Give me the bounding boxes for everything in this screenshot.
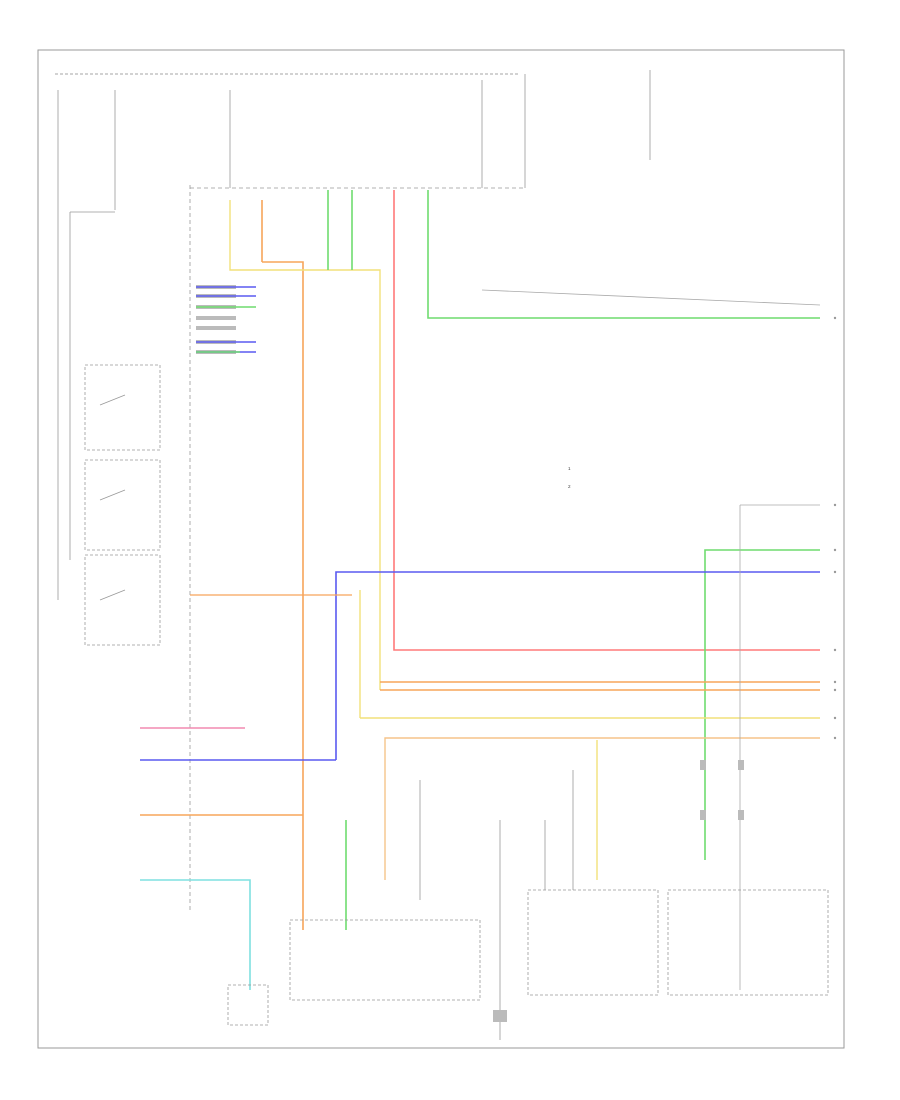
left-harness	[57, 74, 526, 910]
tan-right-run	[384, 737, 820, 880]
legend-marker-1: 1	[568, 466, 571, 471]
lower-connectors	[493, 760, 744, 1022]
right-terminals	[833, 316, 837, 740]
door-switch-boxes	[84, 364, 161, 646]
diagram-frame	[37, 49, 845, 1049]
legend-marker-2: 2	[568, 484, 571, 489]
blue-switch-leads	[196, 286, 256, 353]
blue-right-run	[335, 571, 820, 760]
green-switch-leads	[196, 306, 256, 353]
red-main-run	[393, 190, 820, 651]
orange-main-run	[262, 261, 304, 930]
green-top-run	[427, 190, 820, 319]
bottom-component-boxes	[227, 70, 829, 1040]
cyan-lead	[140, 879, 251, 990]
gray-top-run	[481, 289, 821, 306]
yellow-main-run	[229, 200, 381, 690]
green-right-run	[704, 549, 820, 860]
